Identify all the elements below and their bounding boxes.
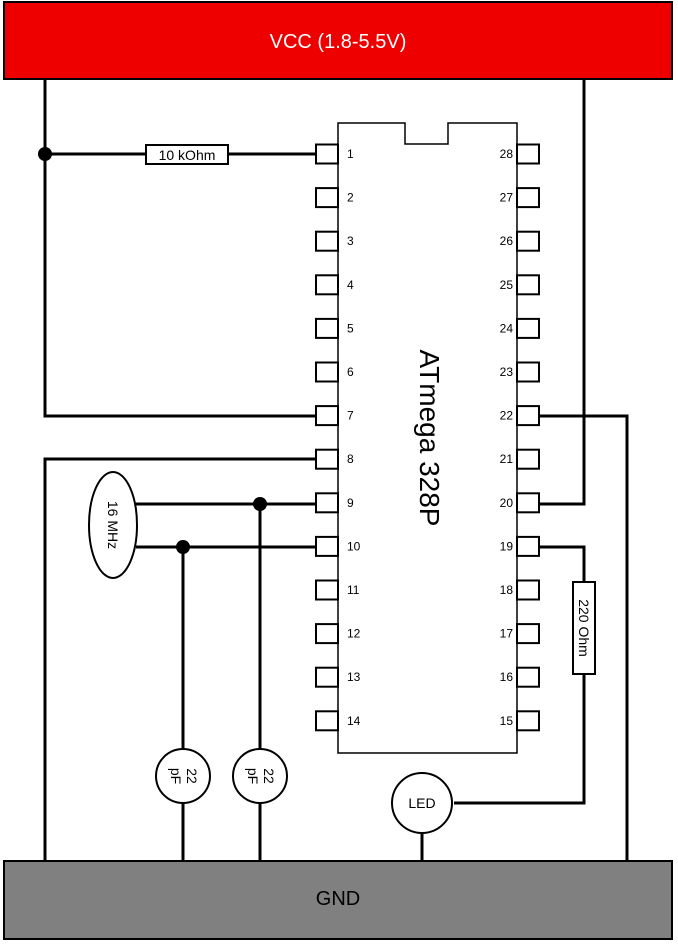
wire-vcc-pin20 [538,79,586,506]
chip-pin-number: 17 [500,627,514,641]
chip-pin-left-6 [315,361,339,383]
chip-pin-number: 8 [347,452,354,466]
chip-pin-number: 9 [347,496,354,510]
chip-pins: 1234567891011121314282726252423222120191… [315,143,540,732]
wire-pin22-gnd [538,414,629,861]
chip-pin-right-14 [516,710,540,732]
chip-pin-number: 6 [347,365,354,379]
chip-pin-number: 2 [347,191,354,205]
chip-pin-number: 20 [500,496,514,510]
crystal-label: 16 MHz [105,501,121,549]
chip-pin-right-3 [516,230,540,252]
vcc-label: VCC (1.8-5.5V) [270,31,407,53]
chip-pin-number: 3 [347,234,354,248]
chip-pin-number: 1 [347,147,354,161]
chip-pin-right-4 [516,274,540,296]
chip-pin-number: 14 [347,714,361,728]
led-resistor-label: 220 Ohm [576,599,592,657]
wires [43,79,629,861]
chip-pin-number: 23 [500,365,514,379]
capacitor-2 [232,748,288,804]
chip-pin-left-7 [315,405,339,427]
capacitor-1-value: 22 [184,768,200,784]
chip-pin-number: 13 [347,670,361,684]
chip-pin-right-6 [516,361,540,383]
chip-pin-number: 28 [500,147,514,161]
chip-pin-right-5 [516,317,540,339]
chip-pin-left-14 [315,710,339,732]
chip-pin-right-12 [516,623,540,645]
chip-pin-left-1 [315,143,339,165]
chip-pin-right-11 [516,579,540,601]
chip-pin-right-1 [516,143,540,165]
chip-pin-number: 4 [347,278,354,292]
gnd-rail [3,860,673,940]
pullup-resistor [145,144,229,165]
chip-pin-number: 10 [347,539,361,553]
chip-pin-number: 22 [500,409,514,423]
chip-pin-left-3 [315,230,339,252]
capacitor-1 [155,748,211,804]
chip-pin-left-9 [315,492,339,514]
chip-label: ATmega 328P [414,350,445,527]
chip-pin-number: 5 [347,321,354,335]
chip-pin-number: 27 [500,191,514,205]
capacitor-2-value: 22 [261,768,277,784]
junction-dot [176,540,190,554]
led-resistor [572,581,596,675]
chip-pin-right-10 [516,535,540,557]
chip-pin-number: 19 [500,539,514,553]
wire-resistor-led [454,674,586,805]
chip-pin-number: 21 [500,452,514,466]
chip-pin-left-2 [315,187,339,209]
chip-pin-number: 11 [347,583,360,597]
chip-pin-number: 25 [500,278,514,292]
led-label: LED [408,795,435,811]
chip-body [337,122,518,754]
chip-pin-right-8 [516,448,540,470]
chip-pin-right-13 [516,666,540,688]
chip-pin-left-12 [315,623,339,645]
wire-vcc-pin7 [43,79,316,418]
chip-pin-number: 26 [500,234,514,248]
chip-pin-number: 15 [500,714,514,728]
capacitor-1-unit: pF [168,768,184,784]
gnd-label: GND [316,888,360,910]
junction-dot [253,497,267,511]
chip-pin-left-4 [315,274,339,296]
junction-dot [38,147,52,161]
chip-pin-left-11 [315,579,339,601]
chip-pin-right-2 [516,187,540,209]
chip-pin-number: 16 [500,670,514,684]
wire-pin19-resistor [538,545,586,582]
chip-pin-left-10 [315,535,339,557]
chip-pin-number: 18 [500,583,514,597]
led [391,772,453,834]
chip-pin-right-9 [516,492,540,514]
chip-pin-left-13 [315,666,339,688]
vcc-rail [3,1,673,80]
chip-pin-number: 24 [500,321,514,335]
chip-pin-right-7 [516,405,540,427]
capacitor-2-unit: pF [245,768,261,784]
chip-pin-left-8 [315,448,339,470]
chip-pin-number: 7 [347,409,354,423]
wire-pin8-gnd [43,457,316,861]
crystal [88,471,138,579]
chip-pin-left-5 [315,317,339,339]
pullup-resistor-label: 10 kOhm [159,147,216,163]
chip-pin-number: 12 [347,627,361,641]
